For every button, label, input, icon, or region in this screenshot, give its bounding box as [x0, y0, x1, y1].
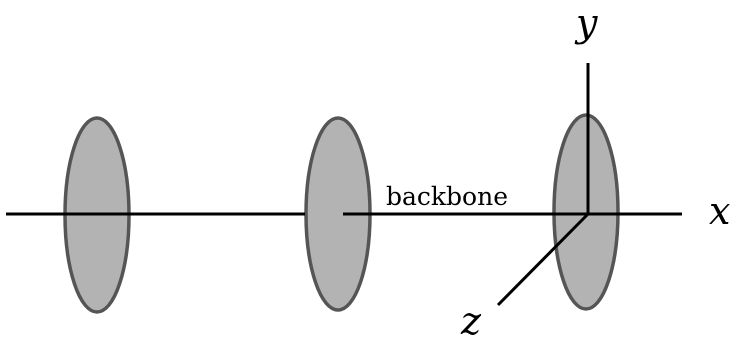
z-axis-line	[496, 212, 590, 307]
axis-y-label: y	[574, 1, 598, 45]
axis-z-label: z	[460, 299, 482, 341]
disk-right	[552, 113, 620, 311]
axis-x-label: x	[709, 189, 730, 233]
backbone-label: backbone	[386, 182, 508, 211]
